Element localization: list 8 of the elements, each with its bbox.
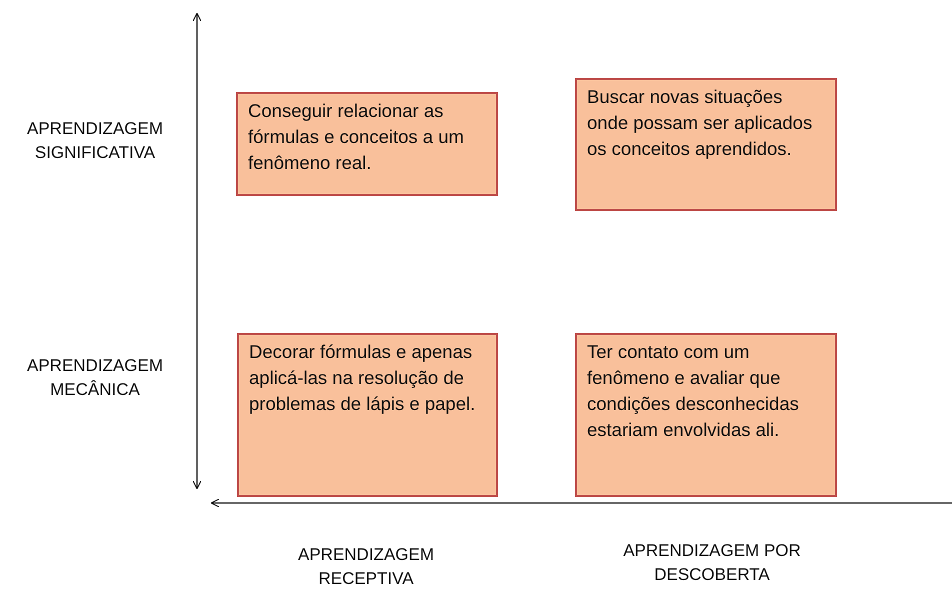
axis-label: APRENDIZAGEM POR DESCOBERTA bbox=[622, 540, 802, 586]
quadrant-box: Conseguir relacionar as fórmulas e conceitos a um fenômeno real. bbox=[236, 92, 498, 196]
axis-label: APRENDIZAGEM SIGNIFICATIVA bbox=[26, 118, 164, 164]
quadrant-box: Ter contato com um fenômeno e avaliar que condições desconhecidas estariam envolvidas ali. bbox=[575, 333, 837, 497]
quadrant-box: Decorar fórmulas e apenas aplicá-las na resolução de problemas de lápis e papel. bbox=[237, 333, 498, 497]
axis-label: APRENDIZAGEM MECÂNICA bbox=[26, 355, 164, 401]
quadrant-box: Buscar novas situações onde possam ser aplicados os conceitos aprendidos. bbox=[575, 78, 837, 211]
axis-label: APRENDIZAGEM RECEPTIVA bbox=[296, 544, 436, 590]
